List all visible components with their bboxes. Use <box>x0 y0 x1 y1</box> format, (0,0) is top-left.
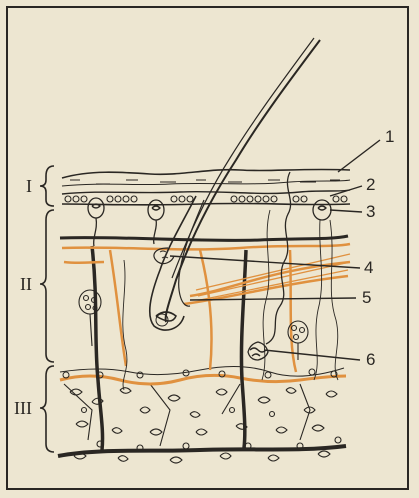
superficial-vessels <box>62 244 350 372</box>
callout-label-4: 4 <box>364 259 373 276</box>
leader-3 <box>330 210 362 212</box>
callout-label-6: 6 <box>366 351 375 368</box>
callout-label-5: 5 <box>362 289 371 306</box>
deep-vascular-plexus <box>60 366 346 384</box>
layer-label-epidermis: I <box>26 177 32 195</box>
bracket-hypodermis <box>40 366 54 452</box>
bracket-dermis <box>40 210 54 362</box>
callout-label-3: 3 <box>366 203 375 220</box>
bracket-epidermis <box>40 166 54 206</box>
layer-label-dermis: II <box>20 275 32 293</box>
leader-1 <box>338 140 380 172</box>
callout-label-2: 2 <box>366 176 375 193</box>
layer-label-hypodermis: III <box>14 399 32 417</box>
leader-6 <box>264 350 360 360</box>
callout-label-1: 1 <box>385 128 394 145</box>
layer-brackets <box>40 166 54 452</box>
